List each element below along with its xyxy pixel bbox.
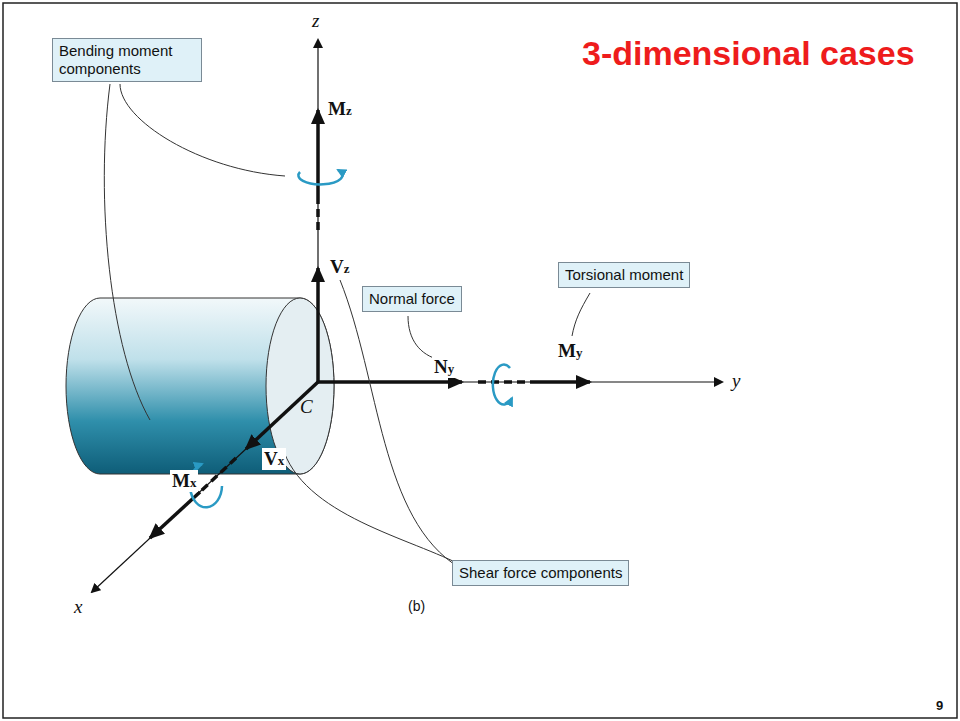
axis-label: y	[732, 370, 740, 392]
slide-title: 3-dimensional cases	[582, 34, 915, 73]
moment-arrows	[190, 170, 512, 507]
callout-box: Shear force components	[452, 560, 629, 586]
axes	[92, 40, 722, 592]
callout-box: Torsional moment	[558, 262, 690, 288]
callout-box: Bending moment components	[52, 38, 202, 82]
cylinder	[66, 298, 334, 474]
callout-text: Bending moment components	[59, 42, 195, 78]
force-vectors	[150, 110, 590, 538]
leader-lines	[104, 84, 590, 570]
moment-label: Mz	[328, 98, 352, 120]
moment-label: My	[558, 340, 582, 362]
axis-label: x	[74, 596, 82, 618]
force-label: Vz	[328, 256, 352, 278]
axis-label: z	[312, 10, 319, 32]
point-label: C	[300, 396, 313, 418]
slide-border	[3, 3, 957, 718]
moment-label: Mx	[170, 470, 198, 492]
callout-text: Torsional moment	[565, 266, 683, 284]
force-label: Ny	[432, 356, 456, 378]
callout-text: Shear force components	[459, 564, 622, 582]
force-label: Vx	[262, 448, 286, 470]
callout-box: Normal force	[362, 286, 462, 312]
callout-text: Normal force	[369, 290, 455, 308]
figure-tag: (b)	[408, 598, 425, 614]
page-number: 9	[936, 698, 943, 713]
